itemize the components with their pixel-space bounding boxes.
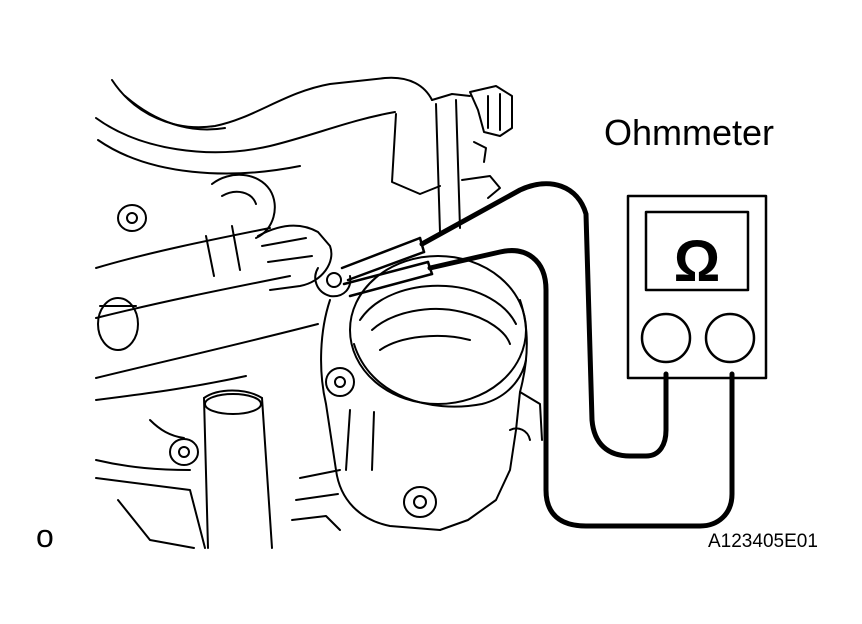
test-probe-icon bbox=[340, 236, 434, 298]
ohmmeter-label: Ohmmeter bbox=[604, 112, 775, 153]
bolt-icon bbox=[403, 486, 437, 518]
engine-line-art bbox=[95, 76, 543, 549]
ohmmeter-icon: Ω bbox=[626, 194, 768, 380]
corner-mark: o bbox=[36, 518, 54, 554]
meter-lead-wires bbox=[419, 181, 735, 529]
bolt-icon bbox=[117, 204, 147, 232]
bolt-icon bbox=[325, 367, 355, 397]
bolt-icon bbox=[169, 438, 199, 466]
terminal-jack-icon bbox=[640, 312, 692, 364]
terminal-jack-icon bbox=[704, 312, 756, 364]
bolt-icon bbox=[97, 297, 139, 351]
sensor-cap bbox=[349, 255, 527, 408]
figure-code: A123405E01 bbox=[708, 531, 818, 552]
ohm-symbol: Ω bbox=[674, 229, 721, 294]
